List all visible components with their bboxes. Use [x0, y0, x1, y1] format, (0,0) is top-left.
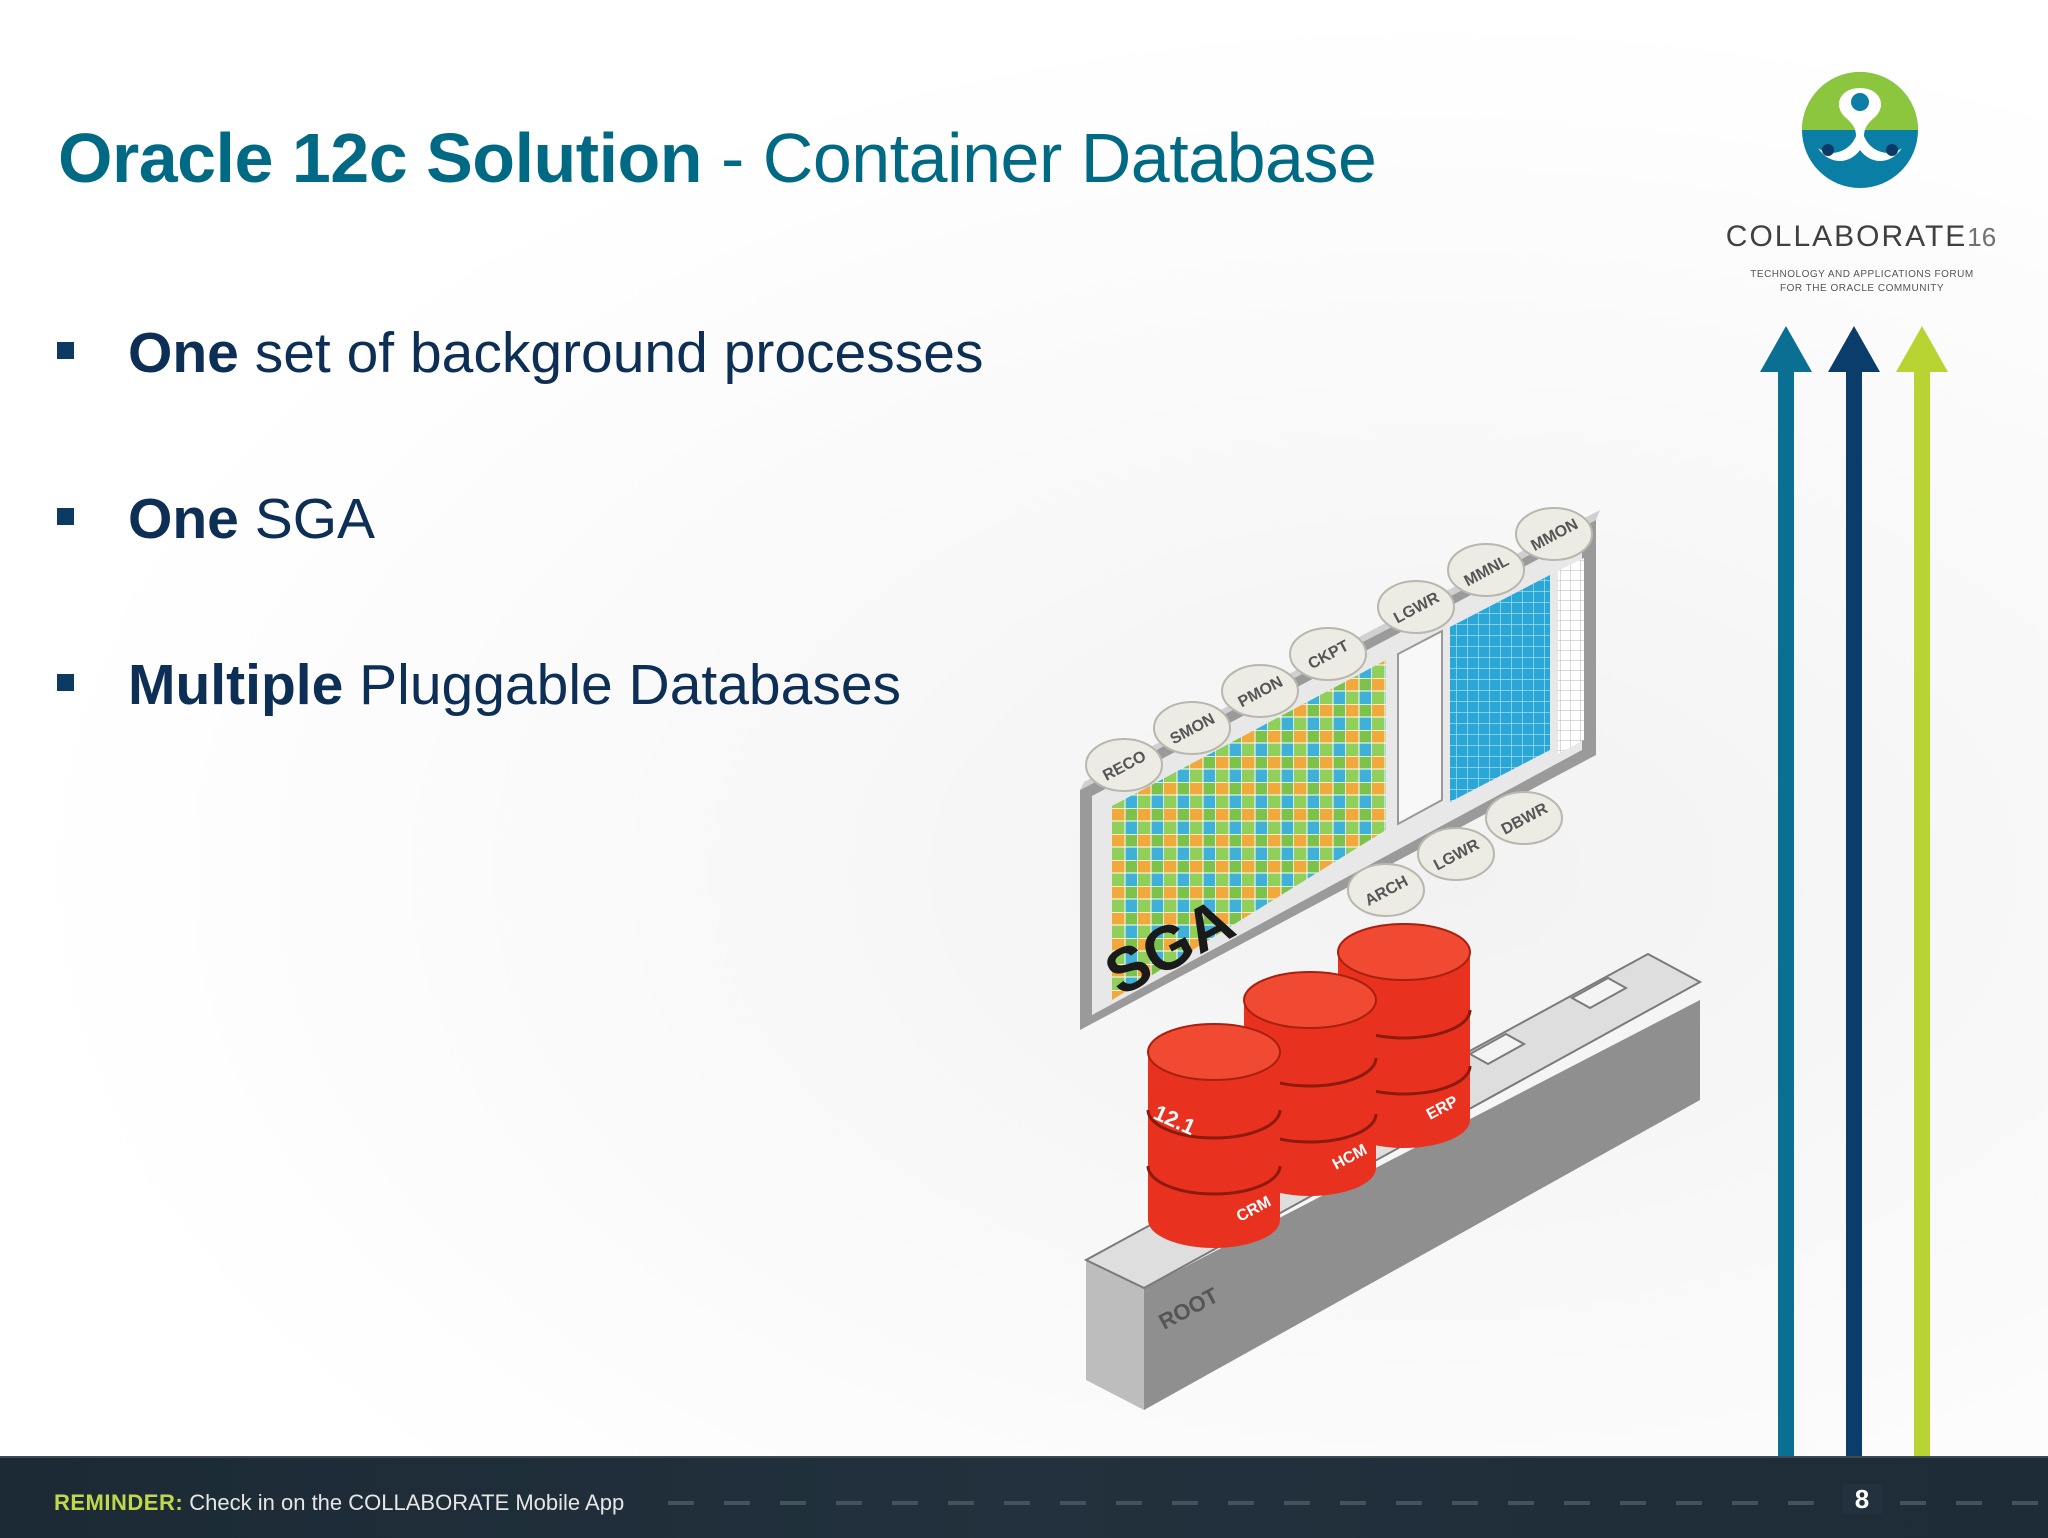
process-token: LGWR [1377, 580, 1455, 634]
process-token: SMON [1153, 701, 1231, 755]
title-rest: - Container Database [702, 119, 1377, 197]
process-token: MMNL [1447, 543, 1525, 597]
process-token: LGWR [1417, 827, 1495, 881]
process-token: CKPT [1289, 627, 1367, 681]
bullet-item: Multiple Pluggable Databases [54, 650, 983, 816]
bullet-item: One SGA [54, 484, 983, 650]
bullet-square-icon [57, 342, 74, 359]
footer-dashes [668, 1501, 2038, 1505]
pluggable-databases: ERP HCM 12.1 CRM [1146, 923, 1472, 1248]
bullet-item: One set of background processes [54, 318, 983, 484]
container-database-diagram: SGA RECO SMON PMON CKPT LGWR MMNL MMON A… [1080, 507, 1703, 1410]
bullet-square-icon [57, 508, 74, 525]
arrow-up-icon [1760, 326, 1812, 1458]
slide-background [0, 0, 2048, 1456]
process-token: PMON [1221, 664, 1299, 718]
arrow-up-icon [1896, 326, 1948, 1458]
page-number: 8 [1842, 1484, 1882, 1514]
process-token: MMON [1515, 507, 1593, 561]
bullet-text: set of background processes [238, 321, 984, 385]
reminder-label: REMINDER: [54, 1490, 184, 1515]
footer-reminder: REMINDER: Check in on the COLLABORATE Mo… [54, 1490, 624, 1516]
bullet-text: Pluggable Databases [343, 653, 902, 717]
footer-bar: REMINDER: Check in on the COLLABORATE Mo… [0, 1456, 2048, 1538]
reminder-text: Check in on the COLLABORATE Mobile App [183, 1490, 625, 1515]
logo-tagline-line2: FOR THE ORACLE COMMUNITY [1779, 283, 1945, 294]
process-token: RECO [1085, 738, 1163, 792]
bottom-process-row: ARCH LGWR DBWR [1347, 791, 1563, 917]
database-cylinder-crm: 12.1 CRM [1146, 1023, 1282, 1248]
bullet-bold: One [128, 321, 239, 385]
logo-year: 16 [1967, 222, 1997, 252]
top-process-row: RECO SMON PMON CKPT LGWR MMNL MMON [1085, 507, 1593, 792]
logo-tagline-line1: TECHNOLOGY AND APPLICATIONS FORUM [1750, 269, 1974, 280]
arrow-up-icon [1828, 326, 1880, 1458]
bullet-square-icon [57, 674, 74, 691]
decorative-arrows [1760, 326, 1948, 1458]
process-token: DBWR [1485, 791, 1563, 845]
collaborate-logo-icon [1802, 72, 1918, 188]
logo-wordmark: COLLABORATE16 [1706, 220, 2016, 254]
slide-title: Oracle 12c Solution - Container Database [58, 118, 1377, 198]
bullet-bold: One [128, 487, 239, 551]
bullet-list: One set of background processes One SGA … [54, 318, 983, 816]
logo-tagline: TECHNOLOGY AND APPLICATIONS FORUM FOR THE… [1712, 268, 2012, 296]
process-token: ARCH [1347, 863, 1425, 917]
title-bold: Oracle 12c Solution [58, 119, 703, 197]
bullet-bold: Multiple [128, 653, 344, 717]
logo-name: COLLABORATE [1725, 220, 1968, 253]
bullet-text: SGA [238, 487, 376, 551]
